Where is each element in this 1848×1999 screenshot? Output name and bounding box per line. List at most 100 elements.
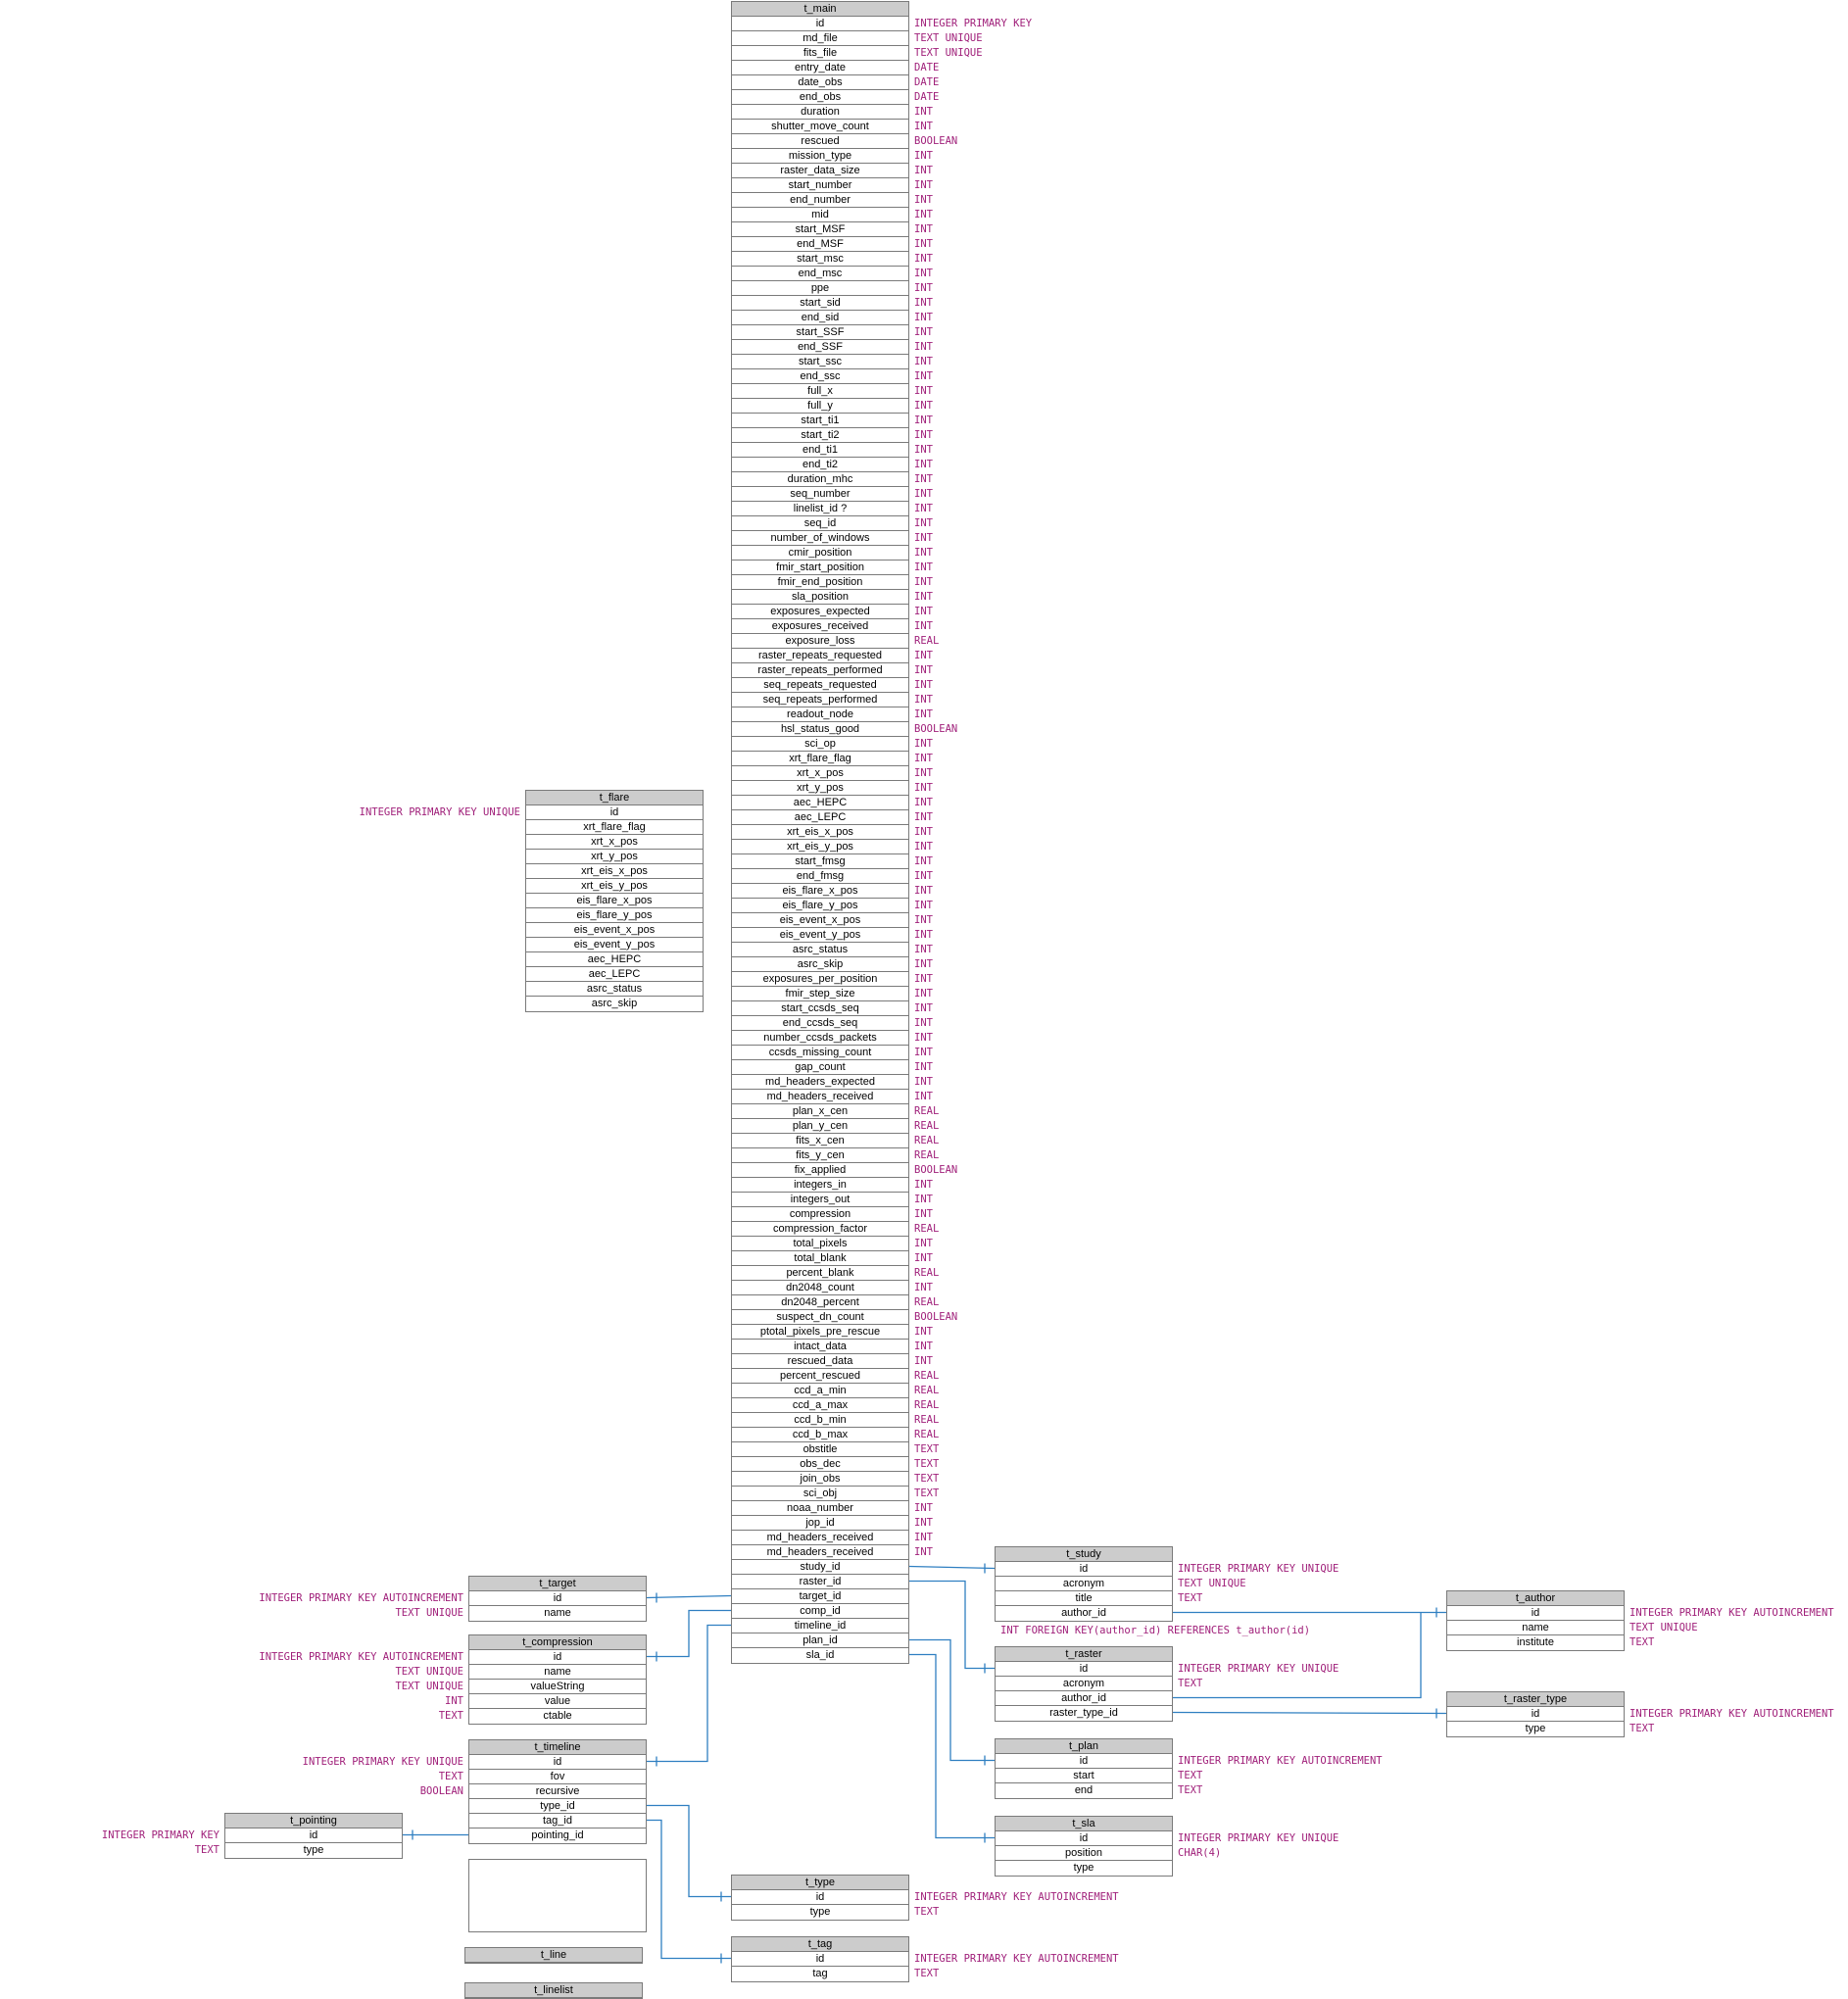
table-row: mission_type: [732, 149, 908, 164]
table-row: plan_y_cen: [732, 1119, 908, 1134]
column-type-annotation: TEXT: [438, 1710, 463, 1722]
table-row: ccd_a_max: [732, 1398, 908, 1413]
column-type-annotation: INT: [914, 473, 933, 485]
column-type-annotation: INT: [914, 547, 933, 559]
column-type-annotation: INTEGER PRIMARY KEY: [914, 18, 1033, 29]
table-row: id: [469, 1591, 646, 1606]
table-row: eis_event_x_pos: [732, 913, 908, 928]
table-row: end_SSF: [732, 340, 908, 355]
table-t-line[interactable]: t_line: [464, 1947, 643, 1964]
table-row: aec_LEPC: [526, 967, 703, 982]
table-row: end_number: [732, 193, 908, 208]
table-row: duration: [732, 105, 908, 120]
column-type-annotation: INT: [914, 179, 933, 191]
column-type-annotation: INT: [914, 1341, 933, 1352]
column-type-annotation: INTEGER PRIMARY KEY AUTOINCREMENT: [1178, 1755, 1383, 1767]
table-row: id: [225, 1828, 402, 1843]
column-type-annotation: INT: [914, 1517, 933, 1529]
column-type-annotation: INT: [914, 121, 933, 132]
table-row: acronym: [996, 1677, 1172, 1691]
column-type-annotation: INT: [914, 958, 933, 970]
column-type-annotation: INT: [914, 782, 933, 794]
table-row: start_sid: [732, 296, 908, 311]
column-type-annotation: INT: [914, 532, 933, 544]
column-type-annotation: INT: [445, 1695, 463, 1707]
column-type-annotation: INT: [914, 282, 933, 294]
table-row: id: [732, 17, 908, 31]
table-title: t_flare: [526, 791, 703, 805]
table-row: md_headers_received: [732, 1090, 908, 1104]
table-row: raster_id: [732, 1575, 908, 1589]
table-row: fix_applied: [732, 1163, 908, 1178]
table-row: gap_count: [732, 1060, 908, 1075]
column-type-annotation: BOOLEAN: [914, 1164, 958, 1176]
column-type-annotation: INTEGER PRIMARY KEY UNIQUE: [1178, 1832, 1339, 1844]
column-type-annotation: REAL: [914, 1149, 940, 1161]
column-type-annotation: INT: [914, 929, 933, 941]
table-row: eis_flare_x_pos: [526, 894, 703, 908]
table-row: type: [1525, 1723, 1546, 1734]
column-type-annotation: INT: [914, 1194, 933, 1205]
table-row: duration_mhc: [732, 472, 908, 487]
table-t-linelist[interactable]: t_linelist: [464, 1982, 643, 1999]
table-row: suspect_dn_count: [732, 1310, 908, 1325]
table-row: ccd_b_max: [732, 1428, 908, 1442]
column-type-annotation: INT: [914, 194, 933, 206]
table-row: recursive: [469, 1784, 646, 1799]
column-type-annotation: INT: [914, 914, 933, 926]
column-type-annotation: INT: [914, 356, 933, 367]
table-row: rescued: [732, 134, 908, 149]
table-row: plan_id: [732, 1633, 908, 1648]
column-type-annotation: INT: [914, 900, 933, 911]
column-type-annotation: REAL: [914, 1105, 940, 1117]
table-row: tag_id: [469, 1814, 646, 1828]
column-type-annotation: INT: [914, 753, 933, 764]
column-type-annotation: INT: [914, 620, 933, 632]
table-row: seq_repeats_requested: [732, 678, 908, 693]
table-row: raster_repeats_requested: [732, 649, 908, 663]
column-type-annotation: INT: [914, 826, 933, 838]
table-blank-box[interactable]: [468, 1859, 647, 1932]
column-type-annotation: INT: [914, 1032, 933, 1044]
table-row: raster_type_id: [1049, 1707, 1118, 1719]
table-row: linelist_id ?: [732, 502, 908, 516]
table-row: end_ssc: [732, 369, 908, 384]
table-row: institute: [1517, 1636, 1554, 1648]
table-title: t_raster_type: [1447, 1692, 1624, 1707]
column-type-annotation: BOOLEAN: [914, 723, 958, 735]
link-compression: [647, 1609, 731, 1658]
table-row: acronym: [996, 1577, 1172, 1591]
table-row: full_y: [732, 399, 908, 414]
table-row: aec_HEPC: [732, 796, 908, 810]
column-type-annotation: INT: [914, 650, 933, 661]
table-row: start_msc: [732, 252, 908, 267]
link-tag: [647, 1819, 731, 1960]
table-row: dn2048_count: [732, 1281, 908, 1295]
column-type-annotation: CHAR(4): [1178, 1847, 1222, 1859]
column-type-annotation: INT: [914, 370, 933, 382]
column-type-annotation: INT: [914, 414, 933, 426]
column-type-annotation: INTEGER PRIMARY KEY UNIQUE: [359, 806, 520, 818]
table-title: t_timeline: [469, 1740, 646, 1755]
table-row: valueString: [469, 1680, 646, 1694]
column-type-annotation: INT: [914, 1502, 933, 1514]
column-type-annotation: INT: [914, 150, 933, 162]
table-row: mid: [732, 208, 908, 222]
column-type-annotation: DATE: [914, 91, 940, 103]
